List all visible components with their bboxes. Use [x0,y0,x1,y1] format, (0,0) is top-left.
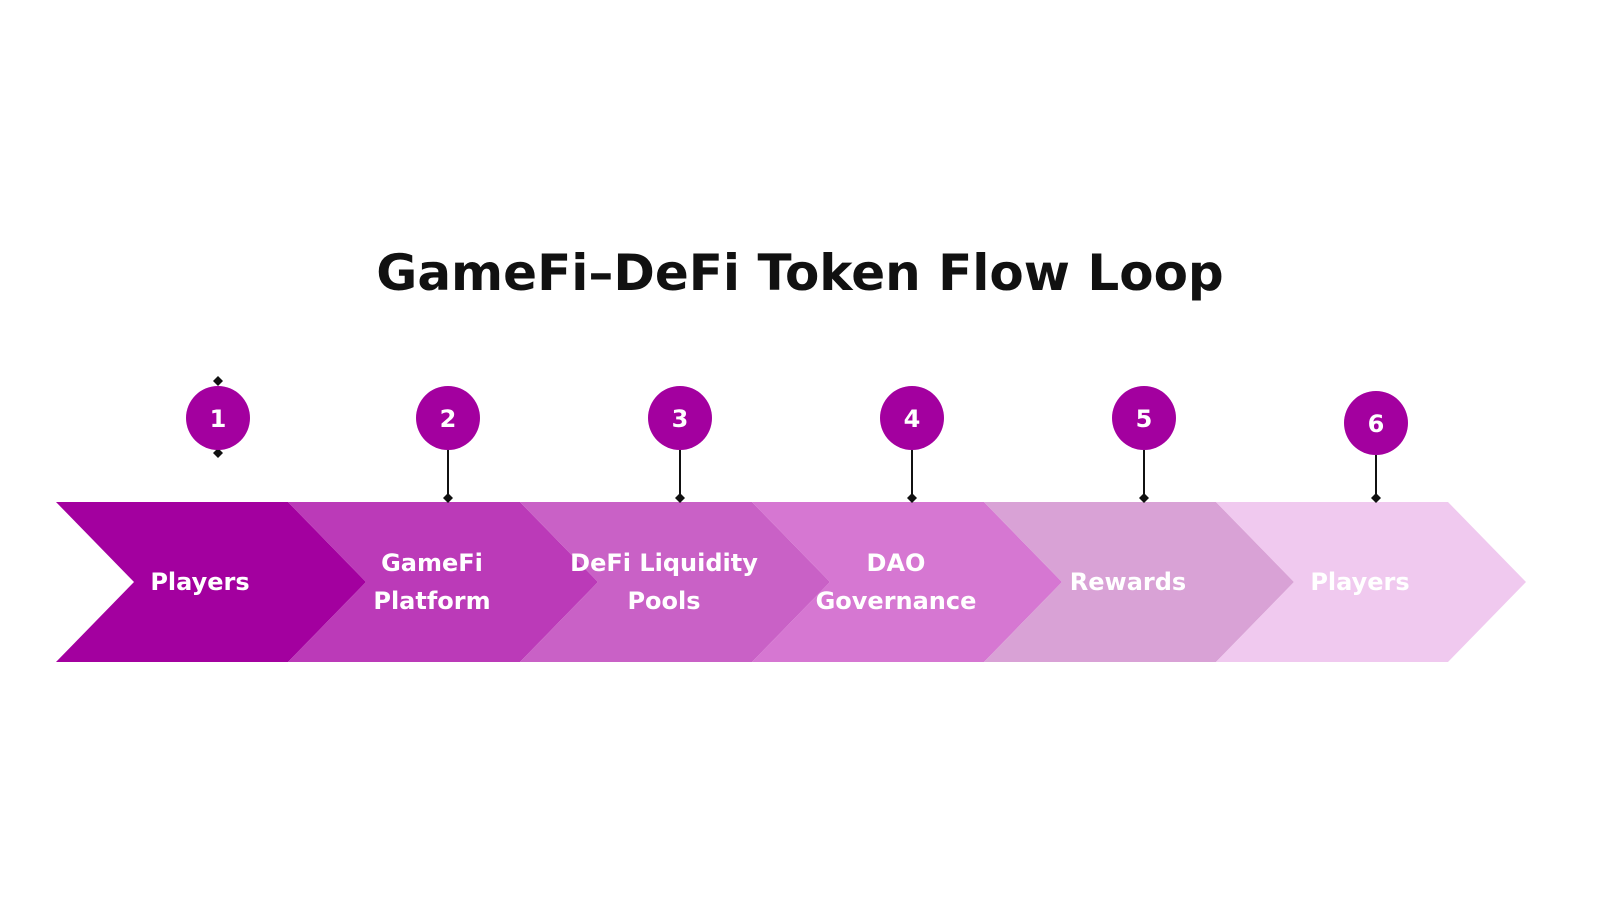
marker-circle-4 [880,386,944,450]
chevron-step-4 [752,502,1062,662]
step-label-2-line-2: Platform [373,587,490,615]
step-label-1-line-1: Players [150,568,249,596]
diagram-title: GameFi–DeFi Token Flow Loop [376,244,1223,302]
chevron-step-5 [984,502,1294,662]
chevron-step-6 [1216,502,1526,662]
step-label-2-line-1: GameFi [381,549,483,577]
marker-number-6: 6 [1368,410,1385,438]
marker-diamond-2 [443,493,453,503]
step-label-5-line-1: Rewards [1070,568,1186,596]
marker-row: 1 2 3 4 5 6 [186,376,1408,503]
chevron-step-2 [288,502,598,662]
chevron-step-3 [520,502,830,662]
marker-circle-3 [648,386,712,450]
marker-diamond-3 [675,493,685,503]
marker-circle-2 [416,386,480,450]
marker-diamond-top-1 [213,376,223,386]
marker-number-3: 3 [672,405,689,433]
step-label-4-line-2: Governance [816,587,977,615]
marker-circle-1 [186,386,250,450]
marker-diamond-5 [1139,493,1149,503]
step-label-3-line-1: DeFi Liquidity [570,549,758,577]
marker-diamond-4 [907,493,917,503]
marker-number-1: 1 [210,405,227,433]
marker-diamond-6 [1371,493,1381,503]
marker-circle-5 [1112,386,1176,450]
chevron-step-1 [56,502,366,662]
marker-circle-6 [1344,391,1408,455]
marker-number-5: 5 [1136,405,1153,433]
marker-number-4: 4 [904,405,921,433]
marker-number-2: 2 [440,405,457,433]
marker-diamond-bottom-1 [213,448,223,458]
step-label-3-line-2: Pools [627,587,700,615]
step-label-6-line-1: Players [1310,568,1409,596]
step-label-4-line-1: DAO [867,549,926,577]
